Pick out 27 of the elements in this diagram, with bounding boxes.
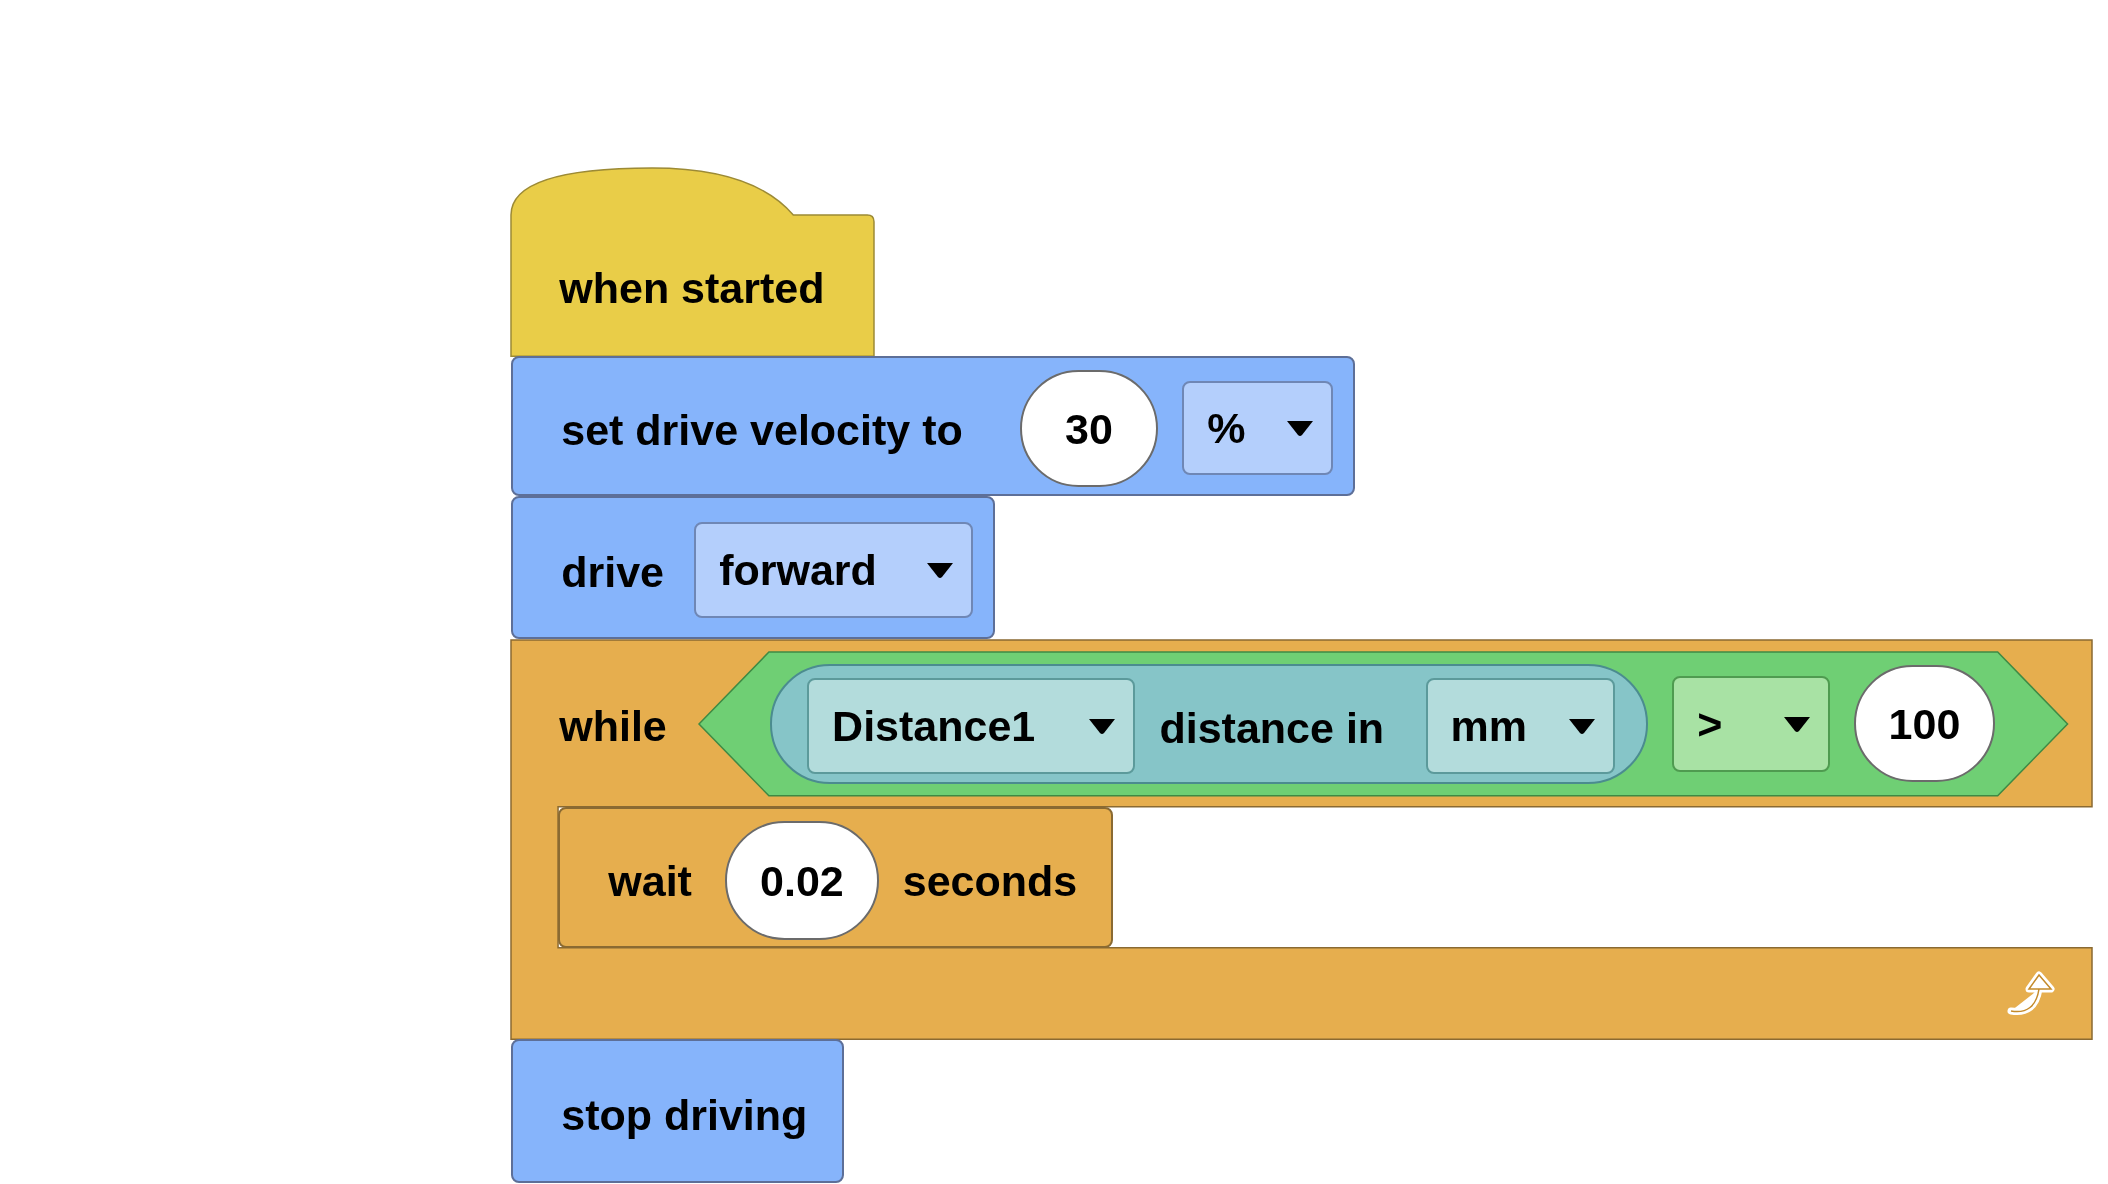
dropdown [807,678,1136,774]
block-label: > [1697,702,1723,746]
dropdown [1182,381,1333,476]
block-label: 30 [1065,407,1113,451]
dropdown [694,522,973,618]
command-block [557,806,1114,948]
block-label: 100 [1888,702,1961,746]
block-label: stop driving [561,1093,808,1137]
block-label: forward [719,548,877,592]
hat-block [510,168,874,357]
condition-block [699,652,2068,796]
block-label: Distance1 [832,704,1036,748]
block-label: while [559,704,667,748]
block-label: wait [608,859,692,903]
block-label: mm [1450,704,1527,748]
dropdown [1425,678,1616,774]
loop-block [510,639,2092,1040]
block-label: distance in [1159,706,1385,750]
block-label: % [1207,406,1246,450]
dropdown [1672,676,1830,772]
command-block [510,1039,845,1184]
block-label: 0.02 [760,859,844,903]
command-block [510,496,995,639]
block-label: when started [559,266,825,310]
block-label: drive [561,550,665,594]
block-label: seconds [902,859,1078,903]
command-block [510,356,1356,497]
